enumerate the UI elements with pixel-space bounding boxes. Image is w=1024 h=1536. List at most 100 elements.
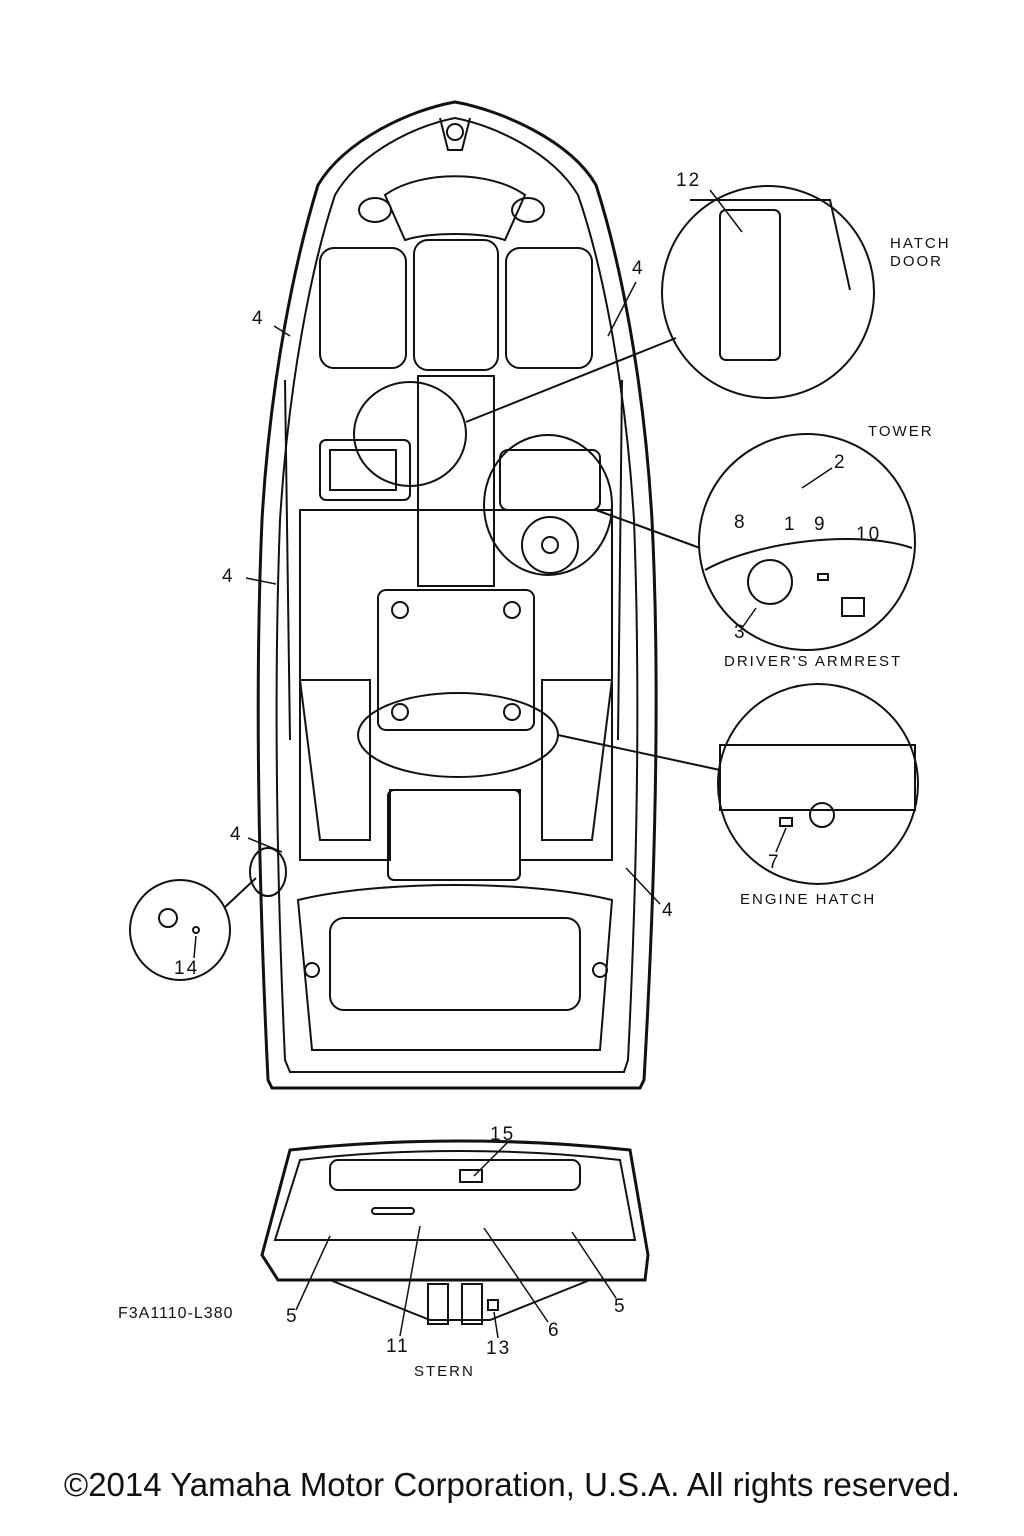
stern-outline xyxy=(260,1139,650,1282)
steering-wheel xyxy=(521,516,579,574)
callout-numbers: 12 4 4 4 4 4 2 8 1 9 10 3 7 14 15 5 11 1… xyxy=(174,170,881,1359)
decal-13-mark xyxy=(487,1299,499,1311)
callout-1: 1 xyxy=(784,514,797,535)
leader-6 xyxy=(483,1227,549,1323)
transom-nozzle-left xyxy=(427,1283,449,1325)
bow-seat-center xyxy=(413,239,499,371)
leader-3 xyxy=(741,607,757,629)
engine-decal-7 xyxy=(779,817,793,827)
rear-cupholder-left xyxy=(304,962,320,978)
driver-console xyxy=(499,449,601,511)
stern-platform xyxy=(273,1150,637,1241)
leader-15 xyxy=(473,1141,509,1177)
caption-door: DOOR xyxy=(890,253,943,270)
transom-keel xyxy=(329,1279,591,1321)
leader-5-left xyxy=(295,1235,331,1311)
engine-detail-circle xyxy=(717,683,919,885)
caption-drivers-armrest: DRIVER'S ARMREST xyxy=(724,653,902,670)
glovebox xyxy=(329,449,397,491)
callout-7: 7 xyxy=(768,852,781,873)
leader-11 xyxy=(399,1225,421,1337)
stern-view xyxy=(260,1139,650,1325)
caption-stern: STERN xyxy=(414,1363,475,1380)
hatch-bolt-4 xyxy=(503,703,521,721)
callout-4-low-right: 4 xyxy=(662,900,675,921)
detail-circle-engine xyxy=(357,692,559,778)
hatch-bolt-3 xyxy=(391,703,409,721)
callout-4-top-left: 4 xyxy=(252,308,265,329)
center-walkway xyxy=(417,375,495,587)
bow-seat-left xyxy=(319,247,407,369)
side-seat-left xyxy=(298,679,371,841)
rear-cupholder-right xyxy=(592,962,608,978)
hatch-door-panel xyxy=(719,209,781,361)
callout-8: 8 xyxy=(734,512,747,533)
stern-ladder xyxy=(371,1207,415,1215)
hatch-door-frame xyxy=(690,199,851,291)
callout-11: 11 xyxy=(386,1336,410,1357)
engine-leader xyxy=(557,734,721,771)
decal-15-mark xyxy=(459,1169,483,1183)
passenger-console xyxy=(319,439,411,501)
leader-7 xyxy=(775,827,787,853)
armrest-decal-9 xyxy=(817,573,829,581)
caption-hatch: HATCH xyxy=(890,235,951,252)
swim-deck-pad xyxy=(329,917,581,1011)
detail-engine-hatch xyxy=(557,683,919,885)
armrest-console-line xyxy=(704,538,913,571)
callout-2: 2 xyxy=(834,452,847,473)
leader-12 xyxy=(709,189,743,233)
detail-armrest xyxy=(595,433,916,651)
caption-engine-hatch: ENGINE HATCH xyxy=(740,891,876,908)
armrest-detail-circle xyxy=(698,433,916,651)
leader-4-low-right xyxy=(625,867,661,905)
callout-12: 12 xyxy=(676,170,701,191)
engine-detail-frame xyxy=(719,744,916,811)
hatch-leader xyxy=(465,337,677,423)
armrest-leader xyxy=(595,509,701,549)
swim-deck xyxy=(296,884,614,1051)
side-decal-14 xyxy=(192,926,200,934)
side-leader xyxy=(223,877,257,909)
callout-4-low-left: 4 xyxy=(230,824,243,845)
bow-light xyxy=(446,123,464,141)
detail-hatch-door xyxy=(465,185,875,423)
leader-13 xyxy=(493,1311,499,1339)
detail-circle-armrest xyxy=(483,434,613,576)
hull-inner-outline xyxy=(275,116,639,1073)
hull-outline xyxy=(256,100,658,1090)
tower-leg-left xyxy=(284,379,291,741)
callout-6: 6 xyxy=(548,1320,561,1341)
callout-4-top-right: 4 xyxy=(632,258,645,279)
hatch-bolt-1 xyxy=(391,601,409,619)
steering-hub xyxy=(541,536,559,554)
callout-15: 15 xyxy=(490,1124,515,1145)
leader-4-mid-left xyxy=(245,577,277,585)
captions: HATCH DOOR TOWER DRIVER'S ARMREST ENGINE… xyxy=(118,235,951,1380)
engine-latch xyxy=(809,802,835,828)
leader-lines xyxy=(193,189,833,1339)
leader-4-top-right xyxy=(607,281,637,337)
leader-14 xyxy=(193,935,197,959)
leader-2 xyxy=(801,467,833,489)
side-detail-circle xyxy=(129,879,231,981)
callout-5-right: 5 xyxy=(614,1296,627,1317)
bow-speaker-left xyxy=(358,197,392,223)
callout-10: 10 xyxy=(856,524,881,545)
tower-leg-right xyxy=(617,379,623,741)
bow-seat-right xyxy=(505,247,593,369)
bow-cleat xyxy=(439,117,471,151)
engine-hatch xyxy=(377,589,535,731)
hatch-door-detail-circle xyxy=(661,185,875,399)
stern-storage xyxy=(329,1159,581,1191)
side-seat-right xyxy=(541,679,614,841)
leader-4-low-left xyxy=(247,837,283,853)
detail-circle-side xyxy=(249,847,287,897)
transom-nozzle-right xyxy=(461,1283,483,1325)
boat-top-view xyxy=(249,100,658,1090)
detail-circle-hatch xyxy=(353,381,467,487)
leader-5-right xyxy=(571,1231,617,1299)
rear-step xyxy=(387,789,521,881)
copyright-notice: ©2014 Yamaha Motor Corporation, U.S.A. A… xyxy=(63,1466,961,1503)
